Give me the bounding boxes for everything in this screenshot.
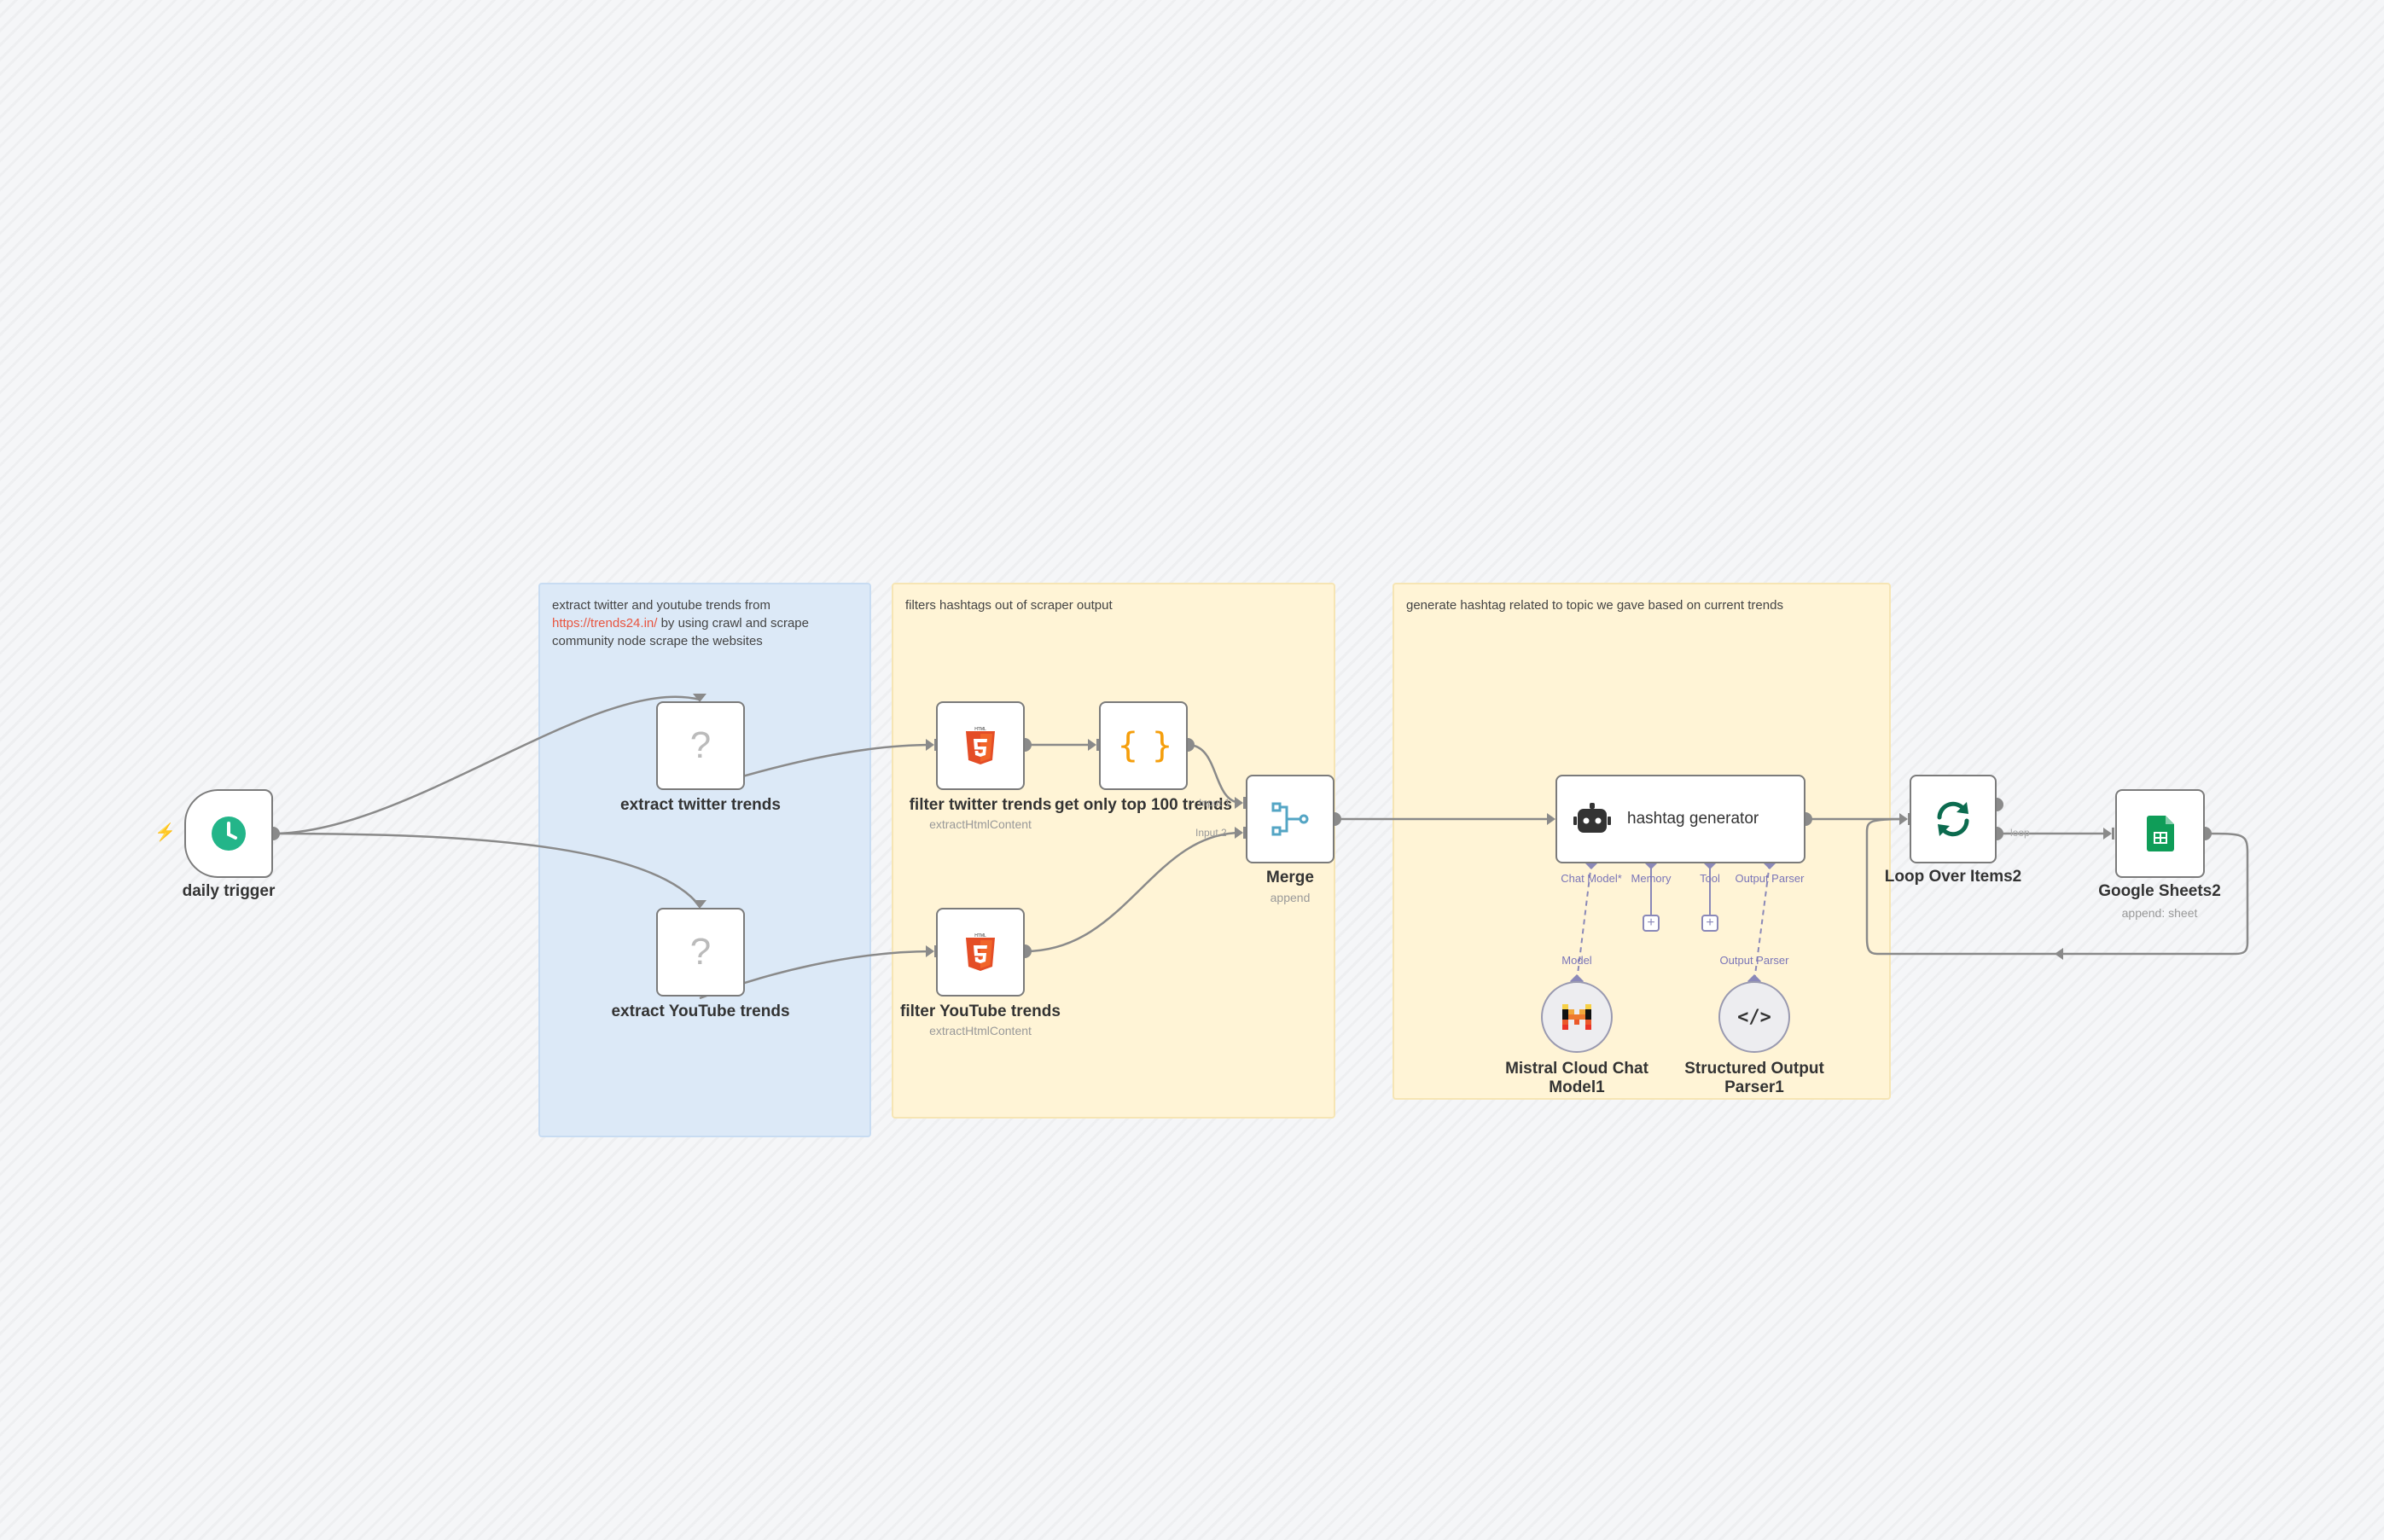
svg-text:HTML: HTML bbox=[974, 727, 986, 732]
node-filter-twitter-label: filter twitter trends bbox=[909, 796, 1052, 814]
node-top100[interactable]: { } bbox=[1099, 701, 1188, 790]
node-merge-sublabel: append bbox=[1270, 891, 1311, 904]
node-extract-youtube[interactable]: ? bbox=[656, 908, 745, 997]
node-merge-label: Merge bbox=[1266, 869, 1314, 886]
code-braces-icon: { } bbox=[1117, 726, 1172, 765]
question-icon: ? bbox=[689, 724, 712, 766]
node-daily-trigger[interactable] bbox=[184, 789, 273, 878]
trends24-link[interactable]: https://trends24.in/ bbox=[552, 616, 658, 631]
node-extract-twitter[interactable]: ? bbox=[656, 701, 745, 790]
sticky-note-generate-text: generate hashtag related to topic we gav… bbox=[1406, 598, 1783, 613]
trigger-bolt-icon: ⚡ bbox=[154, 823, 176, 842]
parser-port-label: Output Parser bbox=[1719, 954, 1789, 967]
mistral-logo-icon bbox=[1562, 1004, 1591, 1030]
google-sheets-icon bbox=[2146, 816, 2174, 851]
node-extract-twitter-label: extract twitter trends bbox=[620, 796, 781, 814]
html5-icon: HTML bbox=[966, 727, 995, 764]
loop-port-label: loop bbox=[2010, 827, 2030, 839]
port-tool-label: Tool bbox=[1700, 872, 1720, 885]
sticky-note-filters-text: filters hashtags out of scraper output bbox=[905, 598, 1113, 613]
svg-text:HTML: HTML bbox=[974, 933, 986, 939]
merge-input2-label: Input 2 bbox=[1195, 827, 1227, 839]
node-mistral[interactable] bbox=[1541, 981, 1613, 1053]
mistral-model-port-label: Model bbox=[1561, 954, 1592, 967]
node-hashtag-generator[interactable]: hashtag generator bbox=[1555, 775, 1805, 863]
edge-parser-hashtag bbox=[1753, 863, 1771, 982]
node-loop-label: Loop Over Items2 bbox=[1884, 868, 2022, 886]
edge-filteryt-merge bbox=[1024, 831, 1242, 953]
node-merge[interactable] bbox=[1246, 775, 1334, 863]
merge-icon bbox=[1271, 802, 1309, 836]
node-filter-youtube-sublabel: extractHtmlContent bbox=[929, 1024, 1032, 1037]
node-hashtag-generator-label: hashtag generator bbox=[1627, 810, 1759, 828]
add-tool-button[interactable]: + bbox=[1701, 915, 1718, 932]
code-tag-icon: </> bbox=[1737, 1006, 1771, 1028]
node-top100-label: get only top 100 trends bbox=[1055, 796, 1232, 814]
sticky-note-extract-text: extract twitter and youtube trends from … bbox=[552, 598, 809, 648]
question-icon: ? bbox=[689, 931, 712, 973]
edge-mistral-hashtag bbox=[1576, 863, 1592, 982]
clock-icon bbox=[212, 816, 246, 851]
node-filter-twitter[interactable]: HTML bbox=[936, 701, 1025, 790]
add-memory-button[interactable]: + bbox=[1643, 915, 1660, 932]
node-filter-youtube-label: filter YouTube trends bbox=[900, 1002, 1061, 1020]
node-output-parser-label: Structured Output Parser1 bbox=[1684, 1060, 1824, 1096]
sticky-note-extract[interactable]: extract twitter and youtube trends from … bbox=[538, 583, 871, 1137]
node-google-sheets-label: Google Sheets2 bbox=[2098, 882, 2221, 900]
edge-sheets-return bbox=[1865, 817, 2249, 956]
sticky-note-generate[interactable]: generate hashtag related to topic we gav… bbox=[1393, 583, 1891, 1100]
refresh-icon bbox=[1937, 801, 1969, 837]
edge-trigger-twitter bbox=[272, 695, 701, 835]
port-chat-model-label: Chat Model* bbox=[1561, 872, 1622, 885]
port-output-parser-label: Output Parser bbox=[1735, 872, 1805, 885]
merge-input1-label: Input 1 bbox=[1199, 797, 1230, 809]
node-output-parser[interactable]: </> bbox=[1718, 981, 1790, 1053]
node-google-sheets-sublabel: append: sheet bbox=[2121, 906, 2198, 920]
node-google-sheets[interactable] bbox=[2115, 789, 2205, 878]
edge-top100-merge bbox=[1187, 743, 1242, 805]
node-daily-trigger-label: daily trigger bbox=[182, 882, 276, 900]
robot-icon bbox=[1573, 803, 1611, 833]
node-filter-twitter-sublabel: extractHtmlContent bbox=[929, 817, 1032, 831]
node-filter-youtube[interactable]: HTML bbox=[936, 908, 1025, 997]
node-loop[interactable] bbox=[1910, 775, 1997, 863]
html5-icon: HTML bbox=[966, 933, 995, 971]
port-memory-label: Memory bbox=[1631, 872, 1672, 885]
node-mistral-label: Mistral Cloud Chat Model1 bbox=[1505, 1060, 1648, 1096]
node-extract-youtube-label: extract YouTube trends bbox=[611, 1002, 790, 1020]
edge-trigger-youtube bbox=[272, 832, 701, 907]
